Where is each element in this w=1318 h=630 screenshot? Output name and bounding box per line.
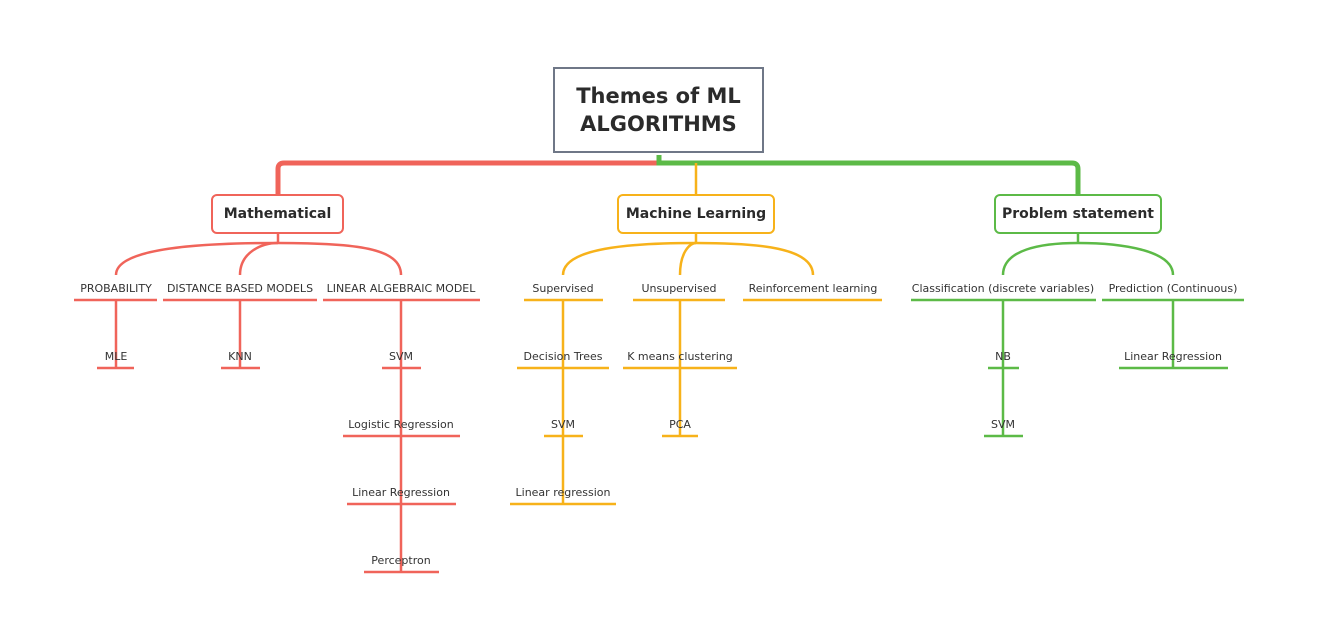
leaf-svm: SVM — [389, 350, 413, 363]
node-supervised: Supervised — [532, 282, 594, 295]
machine-learning-connectors — [510, 234, 882, 506]
mathematical-connectors — [74, 234, 480, 574]
leaf-decision-trees: Decision Trees — [523, 350, 603, 363]
leaf-knn: KNN — [228, 350, 252, 363]
leaf-k-means-clustering: K means clustering — [627, 350, 733, 363]
leaf-nb: NB — [995, 350, 1011, 363]
node-reinforcement-learning: Reinforcement learning — [748, 282, 878, 295]
problem-statement-connectors — [911, 234, 1244, 438]
node-classification: Classification (discrete variables) — [911, 282, 1095, 295]
leaf-linear-regression: Linear Regression — [352, 486, 450, 499]
connector-root-mathematical — [275, 155, 662, 195]
leaf-perceptron: Perceptron — [371, 554, 431, 567]
branch-problem-statement: Problem statement — [994, 194, 1162, 234]
leaf-linear-regression: Linear Regression — [1124, 350, 1222, 363]
node-distance-based-models: DISTANCE BASED MODELS — [166, 282, 314, 295]
leaf-mle: MLE — [104, 350, 128, 363]
root-title: Themes of ML ALGORITHMS — [576, 84, 741, 136]
node-prediction: Prediction (Continuous) — [1108, 282, 1238, 295]
leaf-logistic-regression: Logistic Regression — [348, 418, 454, 431]
leaf-svm: SVM — [991, 418, 1015, 431]
node-linear-algebraic-model: LINEAR ALGEBRAIC MODEL — [326, 282, 476, 295]
branch-machine-learning: Machine Learning — [617, 194, 775, 234]
leaf-linear-regression: Linear regression — [515, 486, 611, 499]
node-unsupervised: Unsupervised — [641, 282, 717, 295]
leaf-pca: PCA — [669, 418, 691, 431]
node-probability: PROBABILITY — [80, 282, 152, 295]
root-node: Themes of ML ALGORITHMS — [553, 67, 764, 153]
connector-root-problem — [656, 155, 1081, 195]
branch-mathematical: Mathematical — [211, 194, 344, 234]
leaf-svm: SVM — [551, 418, 575, 431]
